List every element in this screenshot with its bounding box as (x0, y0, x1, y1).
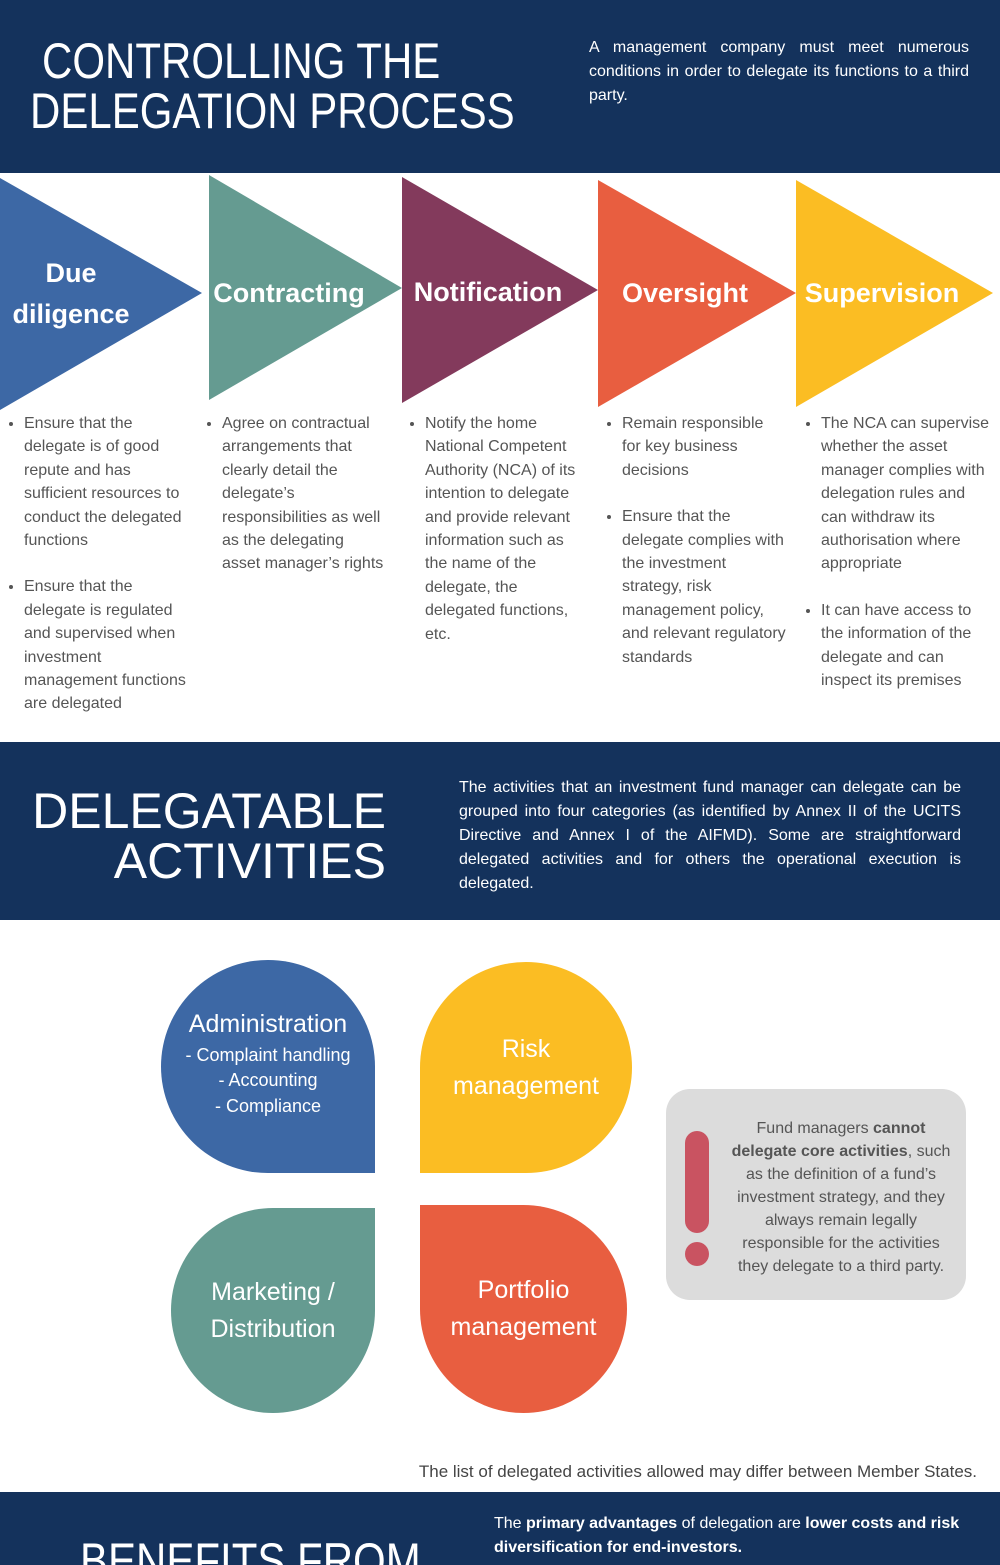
bullet-item: Notify the home National Competent Autho… (425, 412, 589, 646)
petal-marketing-distribution: Marketing / Distribution (171, 1208, 375, 1413)
delegatable-title-line2: ACTIVITIES (113, 833, 386, 889)
arrow-notification (402, 177, 598, 403)
step-label-contracting: Contracting (213, 278, 365, 308)
supervision-bullets: The NCA can supervise whether the asset … (805, 412, 990, 715)
benefits-text: of delegation are (677, 1515, 806, 1532)
portfolio-line1: Portfolio (477, 1276, 570, 1304)
bullet-item: Ensure that the delegate is regulated an… (24, 575, 188, 715)
marketing-line2: Distribution (210, 1314, 336, 1343)
petal-administration: Administration - Complaint handling - Ac… (161, 960, 375, 1173)
administration-item: - Compliance (214, 1095, 322, 1116)
step-label-line: diligence (12, 299, 130, 329)
warning-box: Fund managers cannot delegate core activ… (666, 1089, 966, 1300)
step-label-notification: Notification (413, 277, 563, 307)
due-diligence-bullets: Ensure that the delegate is of good repu… (8, 412, 188, 739)
warning-text-pre: Fund managers (756, 1120, 874, 1137)
page-title-line1: CONTROLLING THE (42, 33, 441, 89)
page-title-line2: DELEGATION PROCESS (30, 83, 515, 139)
benefits-banner: BENEFITS FROM The primary advantages of … (0, 1492, 1000, 1565)
portfolio-line2: management (450, 1313, 597, 1341)
administration-item: - Complaint handling (185, 1044, 351, 1065)
benefits-bold: primary advantages (526, 1515, 678, 1532)
benefits-text: . (737, 1539, 743, 1556)
administration-item: - Accounting (218, 1070, 318, 1091)
delegatable-banner: DELEGATABLE ACTIVITIES The activities th… (0, 742, 1000, 920)
arrow-supervision (796, 180, 993, 407)
exclamation-icon (685, 1131, 711, 1271)
marketing-line1: Marketing / (211, 1277, 335, 1306)
petal-risk-management: Risk management (420, 962, 632, 1173)
arrow-due-diligence (0, 178, 202, 410)
bullet-item: Remain responsible for key business deci… (622, 412, 786, 482)
bullet-item: It can have access to the information of… (821, 599, 990, 693)
benefits-bold: lower costs and risk diversification for… (494, 1515, 960, 1556)
footnote: The list of delegated activities allowed… (418, 1462, 977, 1481)
benefits-title: BENEFITS FROM (80, 1533, 421, 1565)
header-description: A management company must meet numerous … (589, 39, 969, 104)
bullet-item: The NCA can supervise whether the asset … (821, 412, 990, 576)
step-label-supervision: Supervision (804, 278, 960, 308)
benefits-text: The (494, 1515, 527, 1532)
step-label-oversight: Oversight (621, 278, 749, 308)
administration-title: Administration (188, 1009, 348, 1038)
process-arrows (0, 175, 993, 410)
arrow-oversight (598, 180, 796, 407)
contracting-bullets: Agree on contractual arrangements that c… (206, 412, 386, 599)
oversight-bullets: Remain responsible for key business deci… (606, 412, 786, 692)
petal-portfolio-management: Portfolio management (420, 1205, 627, 1413)
arrow-contracting (209, 175, 402, 400)
warning-text-post: , such as the definition of a fund’s inv… (737, 1143, 951, 1275)
risk-line1: Risk (501, 1034, 551, 1063)
benefits-description: The primary advantages of delegation are… (494, 1512, 984, 1560)
bullet-item: Ensure that the delegate complies with t… (622, 505, 786, 669)
notification-bullets: Notify the home National Competent Autho… (409, 412, 589, 669)
step-label-line: Due (45, 258, 97, 288)
warning-text-bold: cannot delegate core activities (731, 1120, 926, 1160)
warning-text: Fund managers cannot delegate core activ… (726, 1117, 956, 1278)
step-label-due-diligence: Due diligence (6, 253, 136, 335)
delegatable-description: The activities that an investment fund m… (459, 779, 961, 892)
bullet-item: Ensure that the delegate is of good repu… (24, 412, 188, 552)
header-banner: CONTROLLING THE DELEGATION PROCESS A man… (0, 0, 1000, 173)
delegatable-title-line1: DELEGATABLE (32, 783, 386, 839)
risk-line2: management (453, 1071, 599, 1100)
bullet-item: Agree on contractual arrangements that c… (222, 412, 386, 576)
